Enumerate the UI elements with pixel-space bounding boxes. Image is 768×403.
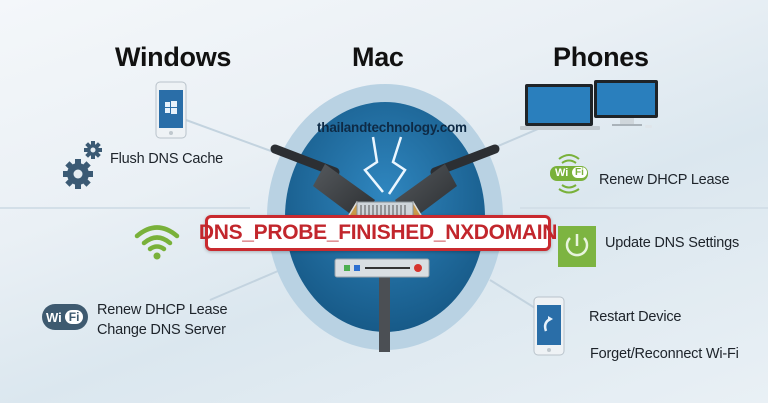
gears-icon	[63, 141, 102, 189]
wifi-badge-fi: Fi	[64, 310, 84, 324]
left-flush-dns-label: Flush DNS Cache	[110, 151, 224, 167]
right-restart-device-label: Restart Device	[589, 309, 682, 325]
windows-phone-icon	[155, 81, 187, 139]
wifi-badge-icon: Wi Fi	[42, 304, 88, 330]
phone-restart-icon	[533, 296, 565, 356]
left-change-dns-label: Change DNS Server	[97, 322, 226, 338]
right-renew-dhcp-label: Renew DHCP Lease	[599, 172, 730, 188]
watermark-text: thailandtechnology.com	[317, 120, 467, 135]
heading-windows: Windows	[115, 42, 232, 72]
wifi-badge-wi: Wi	[46, 309, 62, 325]
right-wifi-badge-fi: Fi	[572, 167, 587, 178]
left-renew-dhcp-label: Renew DHCP Lease	[97, 302, 228, 318]
heading-phones: Phones	[553, 42, 649, 72]
wifi-signal-icon	[134, 225, 180, 260]
error-code-box: DNS_PROBE_FINISHED_NXDOMAIN	[199, 215, 557, 251]
right-forget-wifi-label: Forget/Reconnect Wi-Fi	[590, 346, 739, 362]
error-code-text: DNS_PROBE_FINISHED_NXDOMAIN	[198, 221, 558, 244]
heading-mac: Mac	[352, 42, 404, 72]
laptop-monitor-icon	[520, 80, 658, 130]
power-icon	[558, 226, 596, 267]
right-update-dns-label: Update DNS Settings	[605, 235, 740, 251]
right-wifi-badge-wi: Wi	[555, 167, 569, 179]
